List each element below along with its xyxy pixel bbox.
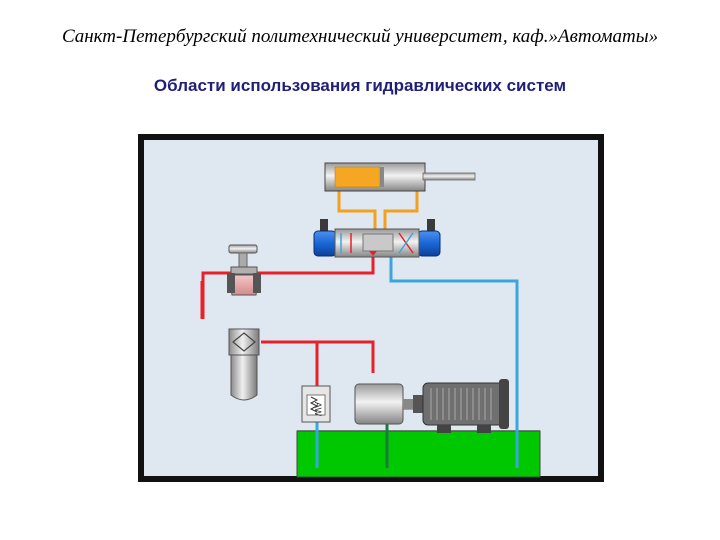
pressure-gauge: [227, 244, 261, 296]
directional-valve: [313, 219, 441, 258]
tank: [296, 430, 541, 478]
relief-valve-symbol: AW: [313, 402, 323, 417]
pilot-lines: [337, 191, 419, 229]
return-lines: [315, 250, 519, 468]
electric-motor: [422, 379, 509, 433]
filter: [228, 328, 260, 401]
slide-header: Санкт-Петербургский политехнический унив…: [61, 26, 659, 47]
relief-valve: [301, 385, 331, 423]
hydraulic-cylinder: [324, 162, 476, 192]
hydraulic-schematic: AW: [138, 134, 604, 482]
pump: [354, 383, 423, 425]
slide-title: Области использования гидравлических сис…: [153, 76, 567, 95]
